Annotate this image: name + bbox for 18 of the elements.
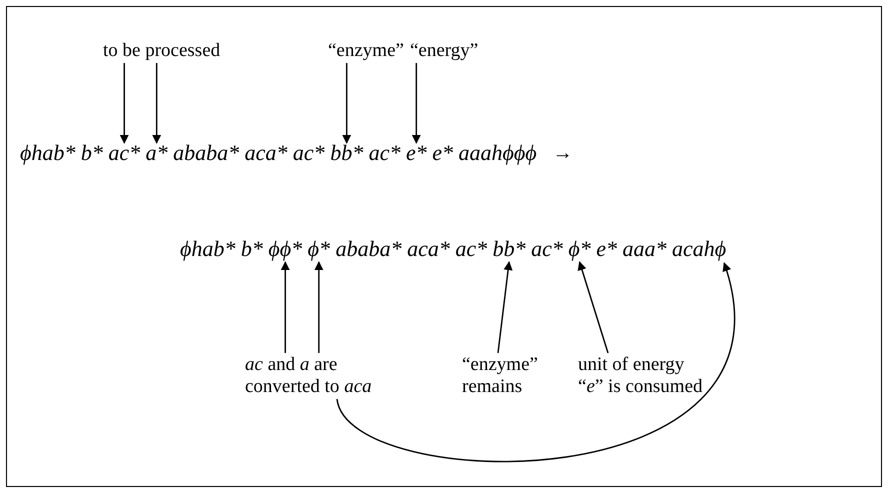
arrow (497, 261, 513, 354)
callout-text: ac and a are converted to aca (245, 354, 385, 398)
arrow (120, 63, 129, 144)
callout-text: to be processed (103, 40, 220, 62)
transition-arrow-sign: → (552, 142, 573, 165)
arrow (314, 261, 324, 353)
arrow (152, 63, 162, 144)
callout-text: “energy” (410, 40, 478, 62)
symbol-string: ϕhab* b* ac* a* ababa* aca* ac* bb* ac* e* e* aaahϕϕϕ (20, 140, 537, 166)
callout-text: unit of energy “e” is consumed (578, 354, 708, 398)
arrow (412, 63, 421, 144)
curved-arrow (336, 262, 736, 462)
callout-text: “enzyme” remains (462, 354, 567, 398)
arrow (578, 261, 609, 354)
arrow (280, 261, 290, 353)
arrow (342, 63, 352, 144)
symbol-string: ϕhab* b* ϕϕ* ϕ* ababa* aca* ac* bb* ac* ϕ* e* aaa* acahϕ (180, 236, 726, 262)
callout-text: “enzyme” (328, 40, 404, 62)
